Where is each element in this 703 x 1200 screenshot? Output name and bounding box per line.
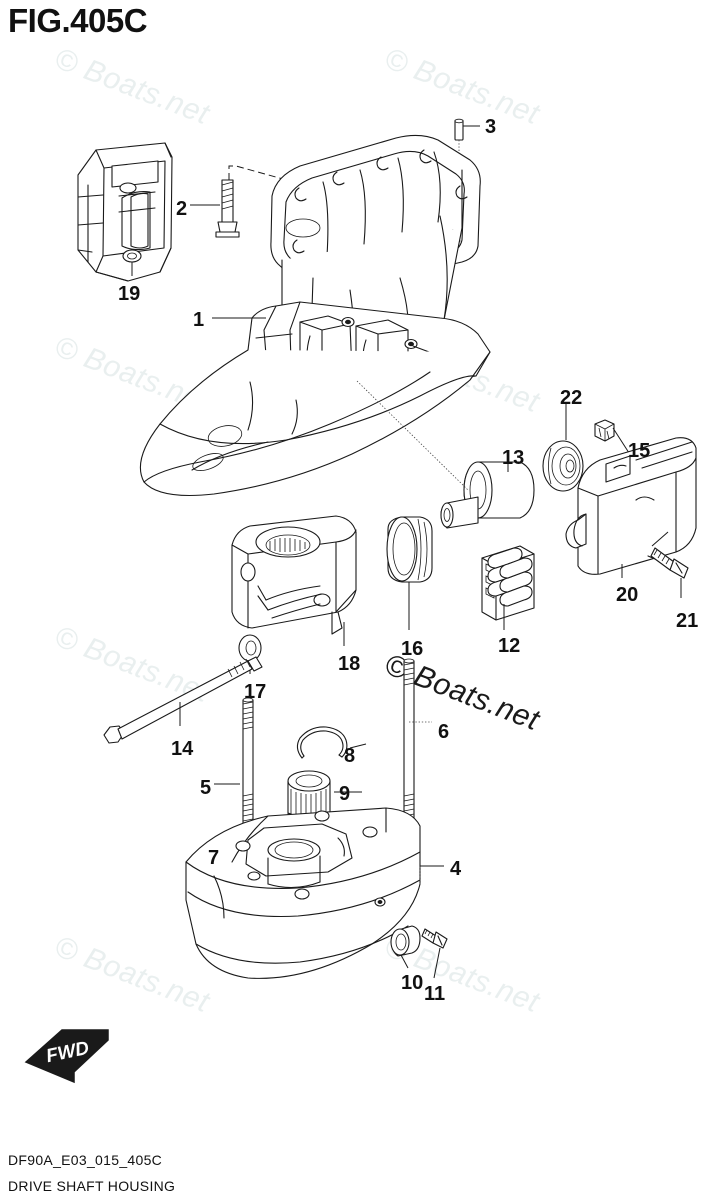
leader-8 — [349, 743, 367, 749]
callout-number-5: 5 — [200, 777, 212, 799]
part-19-clamp-bracket — [77, 142, 173, 282]
callout-number-20: 20 — [616, 584, 639, 606]
callout-number-4: 4 — [450, 858, 462, 880]
footer-diagram-code: DF90A_E03_015_405C — [8, 1152, 163, 1168]
leader-11 — [433, 947, 441, 979]
part-8-snap-ring — [296, 726, 348, 759]
callout-number-12: 12 — [498, 635, 521, 657]
callout-number-11: 11 — [424, 983, 446, 1005]
part-11-anode-bolt — [421, 928, 448, 949]
callout-number-10: 10 — [401, 972, 424, 994]
part-14-through-bolt — [103, 656, 263, 744]
callout-number-19: 19 — [118, 283, 141, 305]
callout-number-9: 9 — [339, 783, 351, 805]
callout-number-2: 2 — [176, 198, 188, 220]
leader-13-guide — [356, 380, 469, 491]
callout-number-1: 1 — [193, 309, 205, 331]
part-15-nut — [594, 419, 615, 442]
part-21-bracket-bolt — [650, 547, 689, 579]
part-10-anode — [390, 925, 421, 957]
figure-title: FIG.405C — [8, 2, 148, 39]
part-18-upper-mount-bracket — [231, 515, 357, 635]
footer-diagram-name: DRIVE SHAFT HOUSING — [8, 1178, 176, 1194]
callout-number-17: 17 — [244, 681, 267, 703]
part-12-rubber-mount-block — [481, 545, 535, 621]
part-6-stud-bolt-long — [403, 658, 415, 824]
callout-number-18: 18 — [338, 653, 361, 675]
callout-number-13: 13 — [502, 447, 525, 469]
part-13-bushing-sleeve — [440, 461, 535, 529]
part-5-stud-bolt-short — [242, 697, 254, 825]
callout-number-6: 6 — [438, 721, 450, 743]
part-17-washer — [238, 634, 262, 662]
callout-number-7: 7 — [208, 847, 220, 869]
part-20-side-cover-bracket — [565, 437, 697, 575]
part-22-grommet-washer — [542, 440, 584, 492]
part-4-lower-housing — [185, 807, 421, 979]
callout-number-14: 14 — [171, 738, 194, 760]
fwd-direction-badge: FWD — [24, 1029, 109, 1084]
part-16-seal-ring — [386, 516, 433, 583]
part-1-upper-housing — [139, 134, 491, 497]
part-2-bolt — [215, 179, 240, 238]
callout-number-15: 15 — [628, 440, 651, 462]
leader-10 — [400, 954, 409, 969]
callout-number-22: 22 — [560, 387, 583, 409]
part-3-dowel-pin — [454, 118, 464, 141]
leader-20-pointer — [651, 531, 669, 547]
callout-number-3: 3 — [485, 116, 497, 138]
callout-number-8: 8 — [344, 745, 356, 767]
callout-number-21: 21 — [676, 610, 699, 632]
callout-number-16: 16 — [401, 638, 424, 660]
